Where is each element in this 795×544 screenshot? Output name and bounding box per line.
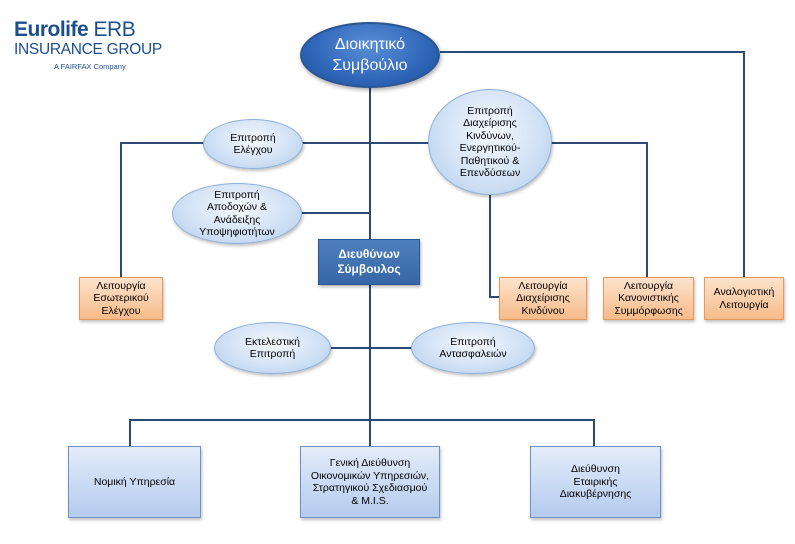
- corporate-governance-department: Διεύθυνση Εταιρικής Διακυβέρνησης: [530, 446, 661, 518]
- ceo-box: Διευθύνων Σύμβουλος: [318, 239, 420, 285]
- executive-committee: Εκτελεστική Επιτροπή: [214, 322, 331, 374]
- actuarial-function: Αναλογιστική Λειτουργία: [704, 277, 784, 320]
- finance-strategy-mis-division: Γενική Διεύθυνση Οικονομικών Υπηρεσιών, …: [300, 446, 440, 518]
- company-logo: Eurolife ERB INSURANCE GROUP A FAIRFAX C…: [14, 18, 162, 71]
- board-of-directors: Διοικητικό Συμβούλιο: [300, 22, 440, 88]
- legal-department: Νομική Υπηρεσία: [68, 446, 201, 518]
- compliance-function: Λειτουργία Κανονιστικής Συμμόρφωσης: [603, 277, 694, 320]
- risk-alm-investment-committee: Επιτροπή Διαχείρισης Κινδύνων, Ενεργητικ…: [428, 89, 552, 195]
- logo-tagline: A FAIRFAX Company: [54, 62, 126, 71]
- audit-committee: Επιτροπή Ελέγχου: [203, 119, 303, 169]
- reinsurance-committee: Επιτροπή Αντασφαλειών: [411, 322, 535, 374]
- remuneration-nomination-committee: Επιτροπή Αποδοχών & Ανάδειξης Υποψηφιοτή…: [172, 183, 302, 244]
- risk-management-function: Λειτουργία Διαχείρισης Κινδύνου: [499, 277, 587, 320]
- logo-group: INSURANCE GROUP: [14, 41, 162, 58]
- logo-brand: Eurolife ERB: [14, 18, 136, 41]
- internal-audit-function: Λειτουργία Εσωτερικού Ελέγχου: [79, 277, 163, 320]
